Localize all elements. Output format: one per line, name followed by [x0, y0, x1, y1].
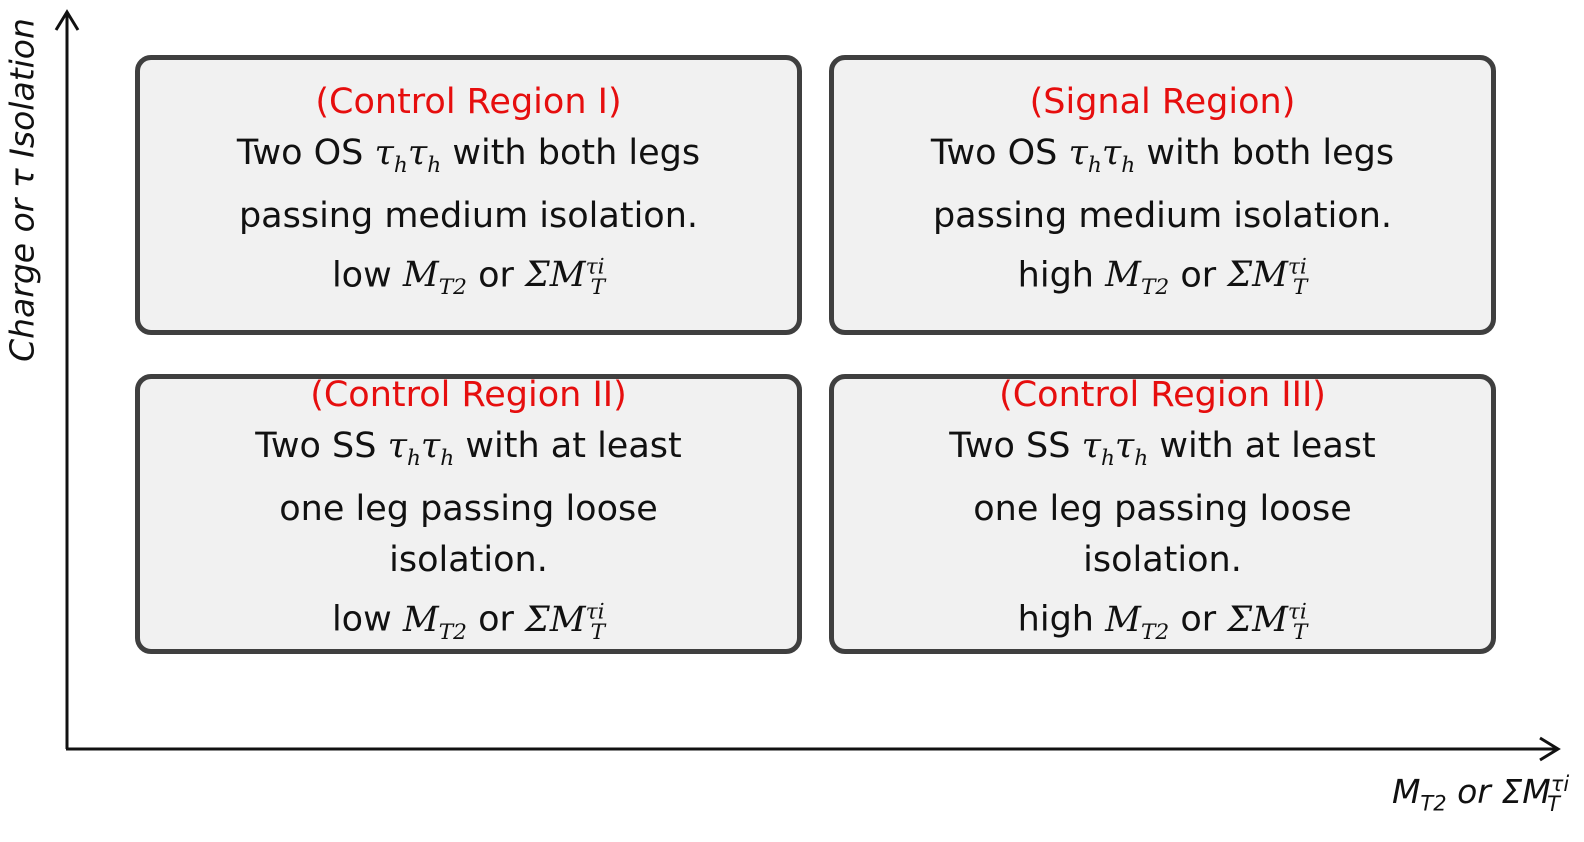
region-title: (Control Region II): [310, 375, 627, 416]
region-title: (Control Region III): [999, 375, 1326, 416]
y-axis-label: Charge or τ Isolation: [2, 18, 42, 362]
region-title: (Signal Region): [1029, 81, 1296, 122]
region-line-3: isolation.: [389, 540, 548, 581]
region-mass-line: high MT2 or ΣMτiT: [1017, 254, 1308, 301]
x-axis-label-sup: τi: [1550, 772, 1570, 796]
x-axis-label-mid: or ΣM: [1446, 772, 1551, 811]
sum-mt-math: ΣMτiT: [525, 254, 606, 301]
sum-mt-math: ΣMτiT: [1227, 254, 1308, 301]
region-line-2: one leg passing loose: [279, 489, 658, 530]
region-box-control-region-1: (Control Region I) Two OS τhτh with both…: [135, 55, 802, 335]
region-mass-line: low MT2 or ΣMτiT: [331, 254, 606, 301]
mt2-math: MT2: [402, 599, 467, 645]
region-line-1: Two SS τhτh with at least: [949, 426, 1376, 472]
region-mass-line: high MT2 or ΣMτiT: [1017, 599, 1308, 645]
region-line-1: Two OS τhτh with both legs: [236, 132, 701, 178]
region-mass-line: low MT2 or ΣMτiT: [331, 599, 606, 645]
x-axis-label-sub2: T: [1547, 791, 1560, 816]
x-axis-label-m: M: [1391, 772, 1421, 811]
sum-mt-math: ΣMτiT: [525, 599, 606, 645]
mt2-math: MT2: [1105, 599, 1170, 645]
tau-pair-math: τhτh: [1068, 132, 1136, 178]
region-box-signal-region: (Signal Region) Two OS τhτh with both le…: [829, 55, 1496, 335]
sum-mt-math: ΣMτiT: [1227, 599, 1308, 645]
region-line-2: passing medium isolation.: [932, 195, 1393, 236]
region-box-control-region-2: (Control Region II) Two SS τhτh with at …: [135, 374, 802, 654]
region-line-2: one leg passing loose: [973, 489, 1352, 530]
region-line-1: Two OS τhτh with both legs: [930, 132, 1395, 178]
tau-pair-math: τhτh: [387, 426, 455, 472]
region-box-control-region-3: (Control Region III) Two SS τhτh with at…: [829, 374, 1496, 654]
region-line-1: Two SS τhτh with at least: [255, 426, 682, 472]
mt2-math: MT2: [402, 255, 467, 301]
x-axis-label: MT2 or ΣMτiT: [1391, 772, 1569, 816]
mt2-math: MT2: [1105, 255, 1170, 301]
y-axis-arrowhead: [54, 9, 80, 31]
x-axis-label-sub: T2: [1420, 791, 1447, 816]
tau-pair-math: τhτh: [1081, 426, 1149, 472]
region-title: (Control Region I): [315, 81, 622, 122]
x-axis-arrowhead: [1539, 736, 1561, 762]
tau-pair-math: τhτh: [374, 132, 442, 178]
region-line-2: passing medium isolation.: [238, 195, 699, 236]
region-line-3: isolation.: [1083, 540, 1242, 581]
